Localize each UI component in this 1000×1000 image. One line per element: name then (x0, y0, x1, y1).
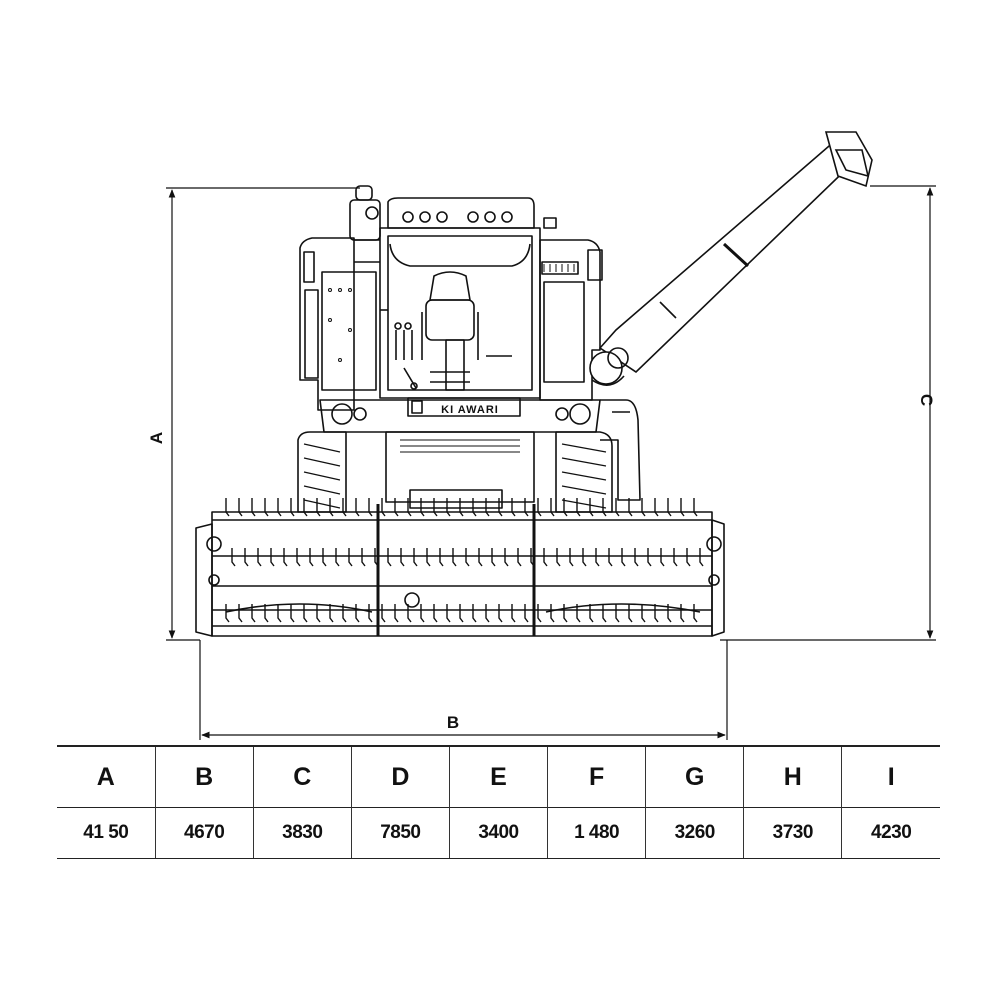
right-track (555, 431, 613, 513)
dimension-c-label: C (917, 394, 936, 406)
spec-header-c: C (252, 745, 352, 808)
dimension-a (166, 187, 360, 641)
combine-harvester-front-view-drawing: A B C (147, 131, 936, 740)
roof-lights (402, 211, 513, 223)
spec-table-values-row: 41 50 4670 3830 7850 3400 1 480 3260 373… (57, 807, 940, 859)
spec-value-b: 4670 (154, 807, 254, 859)
dimension-spec-table: A B C D E F G H I 41 50 4670 3830 7850 3… (57, 745, 940, 859)
spec-value-c: 3830 (252, 807, 352, 859)
spec-header-g: G (645, 745, 744, 808)
spec-value-h: 3730 (743, 807, 842, 859)
harvester-body: KI AWARI (297, 185, 641, 513)
left-panel-rivets (328, 288, 352, 362)
unloading-auger (589, 131, 873, 386)
reel-tines (225, 498, 704, 623)
spec-header-e: E (448, 745, 548, 808)
left-track (297, 431, 347, 513)
spec-value-i: 4230 (841, 807, 940, 859)
spec-value-g: 3260 (645, 807, 744, 859)
dimension-c (720, 185, 936, 641)
spec-header-f: F (547, 745, 646, 808)
right-panel-grille (543, 264, 575, 272)
spec-value-e: 3400 (448, 807, 548, 859)
dimension-a-label: A (147, 432, 166, 444)
dimension-b-label: B (447, 713, 459, 732)
spec-header-a: A (57, 745, 156, 808)
spec-header-d: D (350, 745, 450, 808)
spec-value-d: 7850 (350, 807, 450, 859)
operator-seat (421, 271, 479, 391)
spec-header-h: H (743, 745, 842, 808)
control-levers (394, 322, 512, 390)
spec-table-header-row: A B C D E F G H I (57, 745, 940, 808)
spec-header-b: B (154, 745, 254, 808)
radiator-fins (400, 439, 520, 453)
dimension-b (199, 640, 728, 740)
brand-badge: KI AWARI (441, 404, 499, 416)
spec-header-i: I (841, 745, 940, 808)
spec-value-a: 41 50 (57, 807, 156, 859)
spec-value-f: 1 480 (547, 807, 646, 859)
